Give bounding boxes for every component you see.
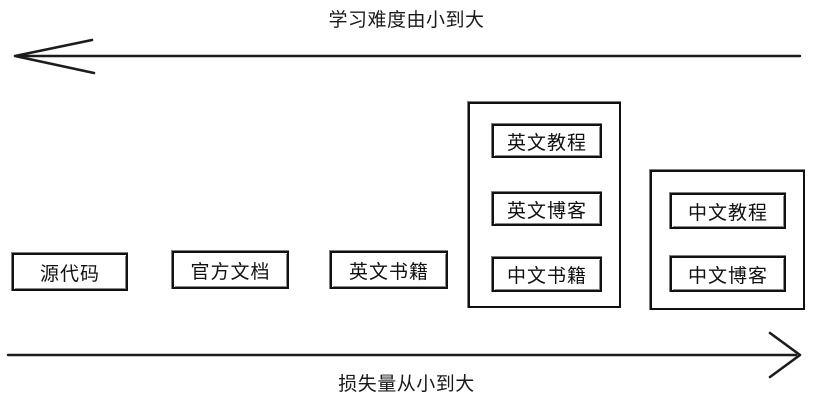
bottom-axis-label: 损失量从小到大 <box>338 374 475 395</box>
group-chinese-resources: 中文教程 中文博客 <box>649 169 805 310</box>
node-source-code[interactable]: 源代码 <box>11 252 128 291</box>
node-label: 源代码 <box>39 263 100 285</box>
top-arrow-left-icon <box>13 38 802 75</box>
node-chinese-books[interactable]: 中文书籍 <box>491 256 602 292</box>
node-label: 中文书籍 <box>506 266 587 287</box>
node-label: 英文教程 <box>506 132 587 154</box>
node-label: 中文博客 <box>687 265 768 287</box>
node-english-blog[interactable]: 英文博客 <box>491 191 602 226</box>
bottom-arrow-right-icon <box>6 331 802 379</box>
group-english-resources: 英文教程 英文博客 中文书籍 <box>467 101 621 308</box>
node-label: 中文教程 <box>687 202 768 224</box>
node-chinese-blog[interactable]: 中文博客 <box>669 255 786 292</box>
node-label: 官方文档 <box>190 261 271 283</box>
node-english-books[interactable]: 英文书籍 <box>329 250 448 289</box>
node-official-docs[interactable]: 官方文档 <box>171 250 289 289</box>
node-english-tutorial[interactable]: 英文教程 <box>491 123 602 158</box>
node-chinese-tutorial[interactable]: 中文教程 <box>669 192 786 229</box>
node-label: 英文书籍 <box>348 261 429 283</box>
top-axis-label: 学习难度由小到大 <box>328 10 485 31</box>
node-label: 英文博客 <box>506 200 587 222</box>
